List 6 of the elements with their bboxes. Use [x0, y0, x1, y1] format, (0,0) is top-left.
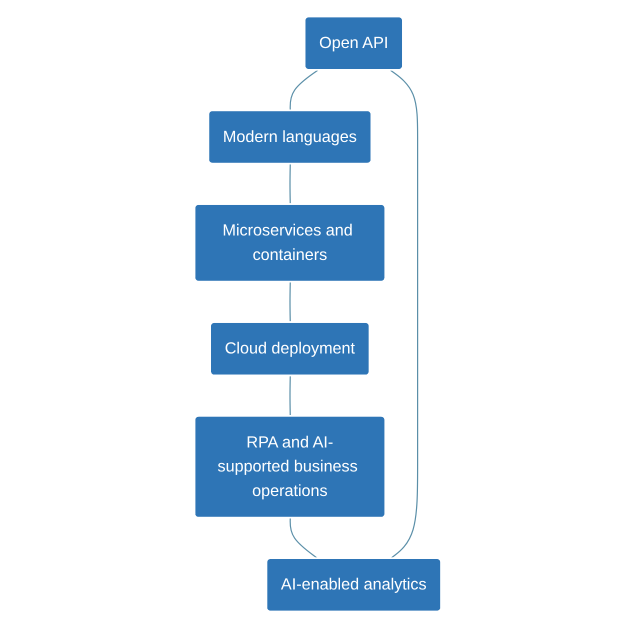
connector [289, 518, 318, 560]
connector [289, 282, 291, 322]
connector [289, 376, 291, 416]
connector [289, 164, 291, 204]
connector [289, 70, 318, 111]
connector [390, 70, 418, 560]
